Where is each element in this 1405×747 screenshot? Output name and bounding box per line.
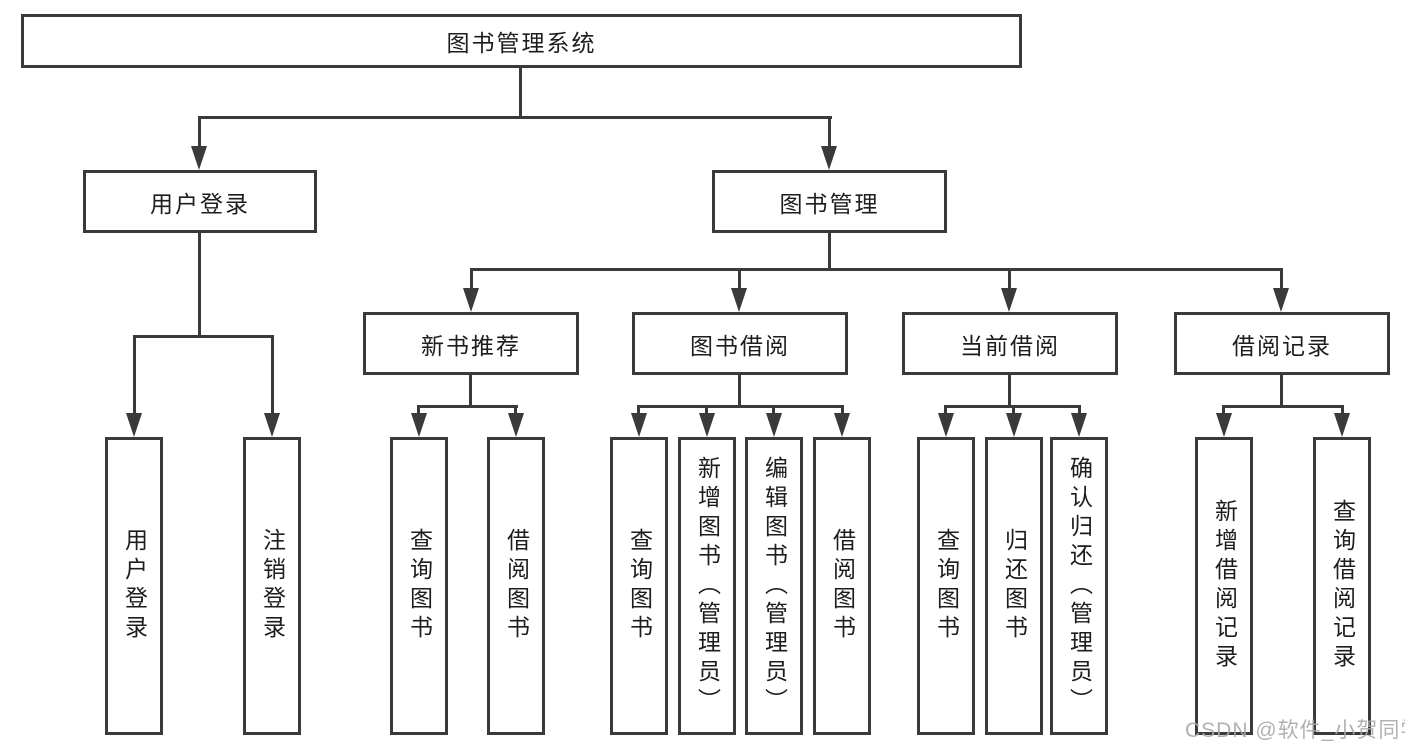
edge-line bbox=[637, 405, 844, 408]
edge-line bbox=[519, 68, 522, 119]
arrow-down-icon bbox=[1001, 288, 1017, 312]
edge-line bbox=[828, 116, 831, 152]
node-label: 借阅图书 bbox=[829, 528, 856, 644]
leaf-borrow-books-borrowing: 借阅图书 bbox=[813, 437, 871, 735]
node-label: 图书管理系统 bbox=[446, 30, 597, 56]
edge-line bbox=[1280, 268, 1283, 292]
arrow-down-icon bbox=[1334, 413, 1350, 437]
csdn-watermark: CSDN @软件_小贺同学 bbox=[1185, 719, 1405, 742]
edge-line bbox=[944, 405, 947, 417]
node-label: 新书推荐 bbox=[421, 332, 521, 359]
node-borrowing-records: 借阅记录 bbox=[1174, 312, 1390, 375]
edge-line bbox=[738, 268, 741, 292]
edge-line bbox=[133, 335, 136, 417]
leaf-query-borrow-record: 查询借阅记录 bbox=[1313, 437, 1371, 735]
edge-line bbox=[1222, 405, 1344, 408]
node-new-book-recommend: 新书推荐 bbox=[363, 312, 579, 375]
edge-line bbox=[841, 405, 844, 417]
node-label: 注销登录 bbox=[259, 528, 286, 644]
arrow-down-icon bbox=[766, 413, 782, 437]
arrow-down-icon bbox=[191, 146, 207, 170]
arrow-down-icon bbox=[126, 413, 142, 437]
node-label: 新增图书（管理员） bbox=[694, 455, 721, 717]
edge-line bbox=[1341, 405, 1344, 417]
leaf-return-books: 归还图书 bbox=[985, 437, 1043, 735]
arrow-down-icon bbox=[631, 413, 647, 437]
edge-line bbox=[1012, 405, 1015, 417]
edge-line bbox=[470, 268, 473, 292]
leaf-user-login: 用户登录 bbox=[105, 437, 163, 735]
edge-line bbox=[198, 116, 201, 152]
leaf-add-books-admin: 新增图书（管理员） bbox=[678, 437, 736, 735]
node-label: 借阅记录 bbox=[1232, 332, 1332, 359]
arrow-down-icon bbox=[508, 413, 524, 437]
node-label: 查询图书 bbox=[406, 528, 433, 644]
node-label: 用户登录 bbox=[150, 190, 250, 217]
leaf-confirm-return-admin: 确认归还（管理员） bbox=[1050, 437, 1108, 735]
edge-line bbox=[469, 375, 472, 407]
edge-line bbox=[1222, 405, 1225, 417]
node-label: 用户登录 bbox=[121, 528, 148, 644]
node-label: 图书管理 bbox=[779, 190, 880, 217]
edge-line bbox=[198, 116, 832, 119]
arrow-down-icon bbox=[411, 413, 427, 437]
leaf-query-books-recommend: 查询图书 bbox=[390, 437, 448, 735]
edge-line bbox=[738, 375, 741, 407]
arrow-down-icon bbox=[463, 288, 479, 312]
edge-line bbox=[772, 405, 775, 417]
edge-line bbox=[271, 335, 274, 417]
leaf-query-books-borrowing: 查询图书 bbox=[610, 437, 668, 735]
arrow-down-icon bbox=[1006, 413, 1022, 437]
edge-line bbox=[417, 405, 518, 408]
node-user-login: 用户登录 bbox=[83, 170, 317, 233]
arrow-down-icon bbox=[731, 288, 747, 312]
leaf-logout: 注销登录 bbox=[243, 437, 301, 735]
node-root-library-system: 图书管理系统 bbox=[21, 14, 1022, 68]
arrow-down-icon bbox=[834, 413, 850, 437]
node-label: 查询借阅记录 bbox=[1329, 499, 1356, 673]
edge-line bbox=[1078, 405, 1081, 417]
edge-line bbox=[470, 268, 1283, 271]
arrow-down-icon bbox=[821, 146, 837, 170]
edge-line bbox=[1280, 375, 1283, 407]
edge-line bbox=[705, 405, 708, 417]
edge-line bbox=[1008, 268, 1011, 292]
node-current-borrowing: 当前借阅 bbox=[902, 312, 1118, 375]
leaf-add-borrow-record: 新增借阅记录 bbox=[1195, 437, 1253, 735]
node-label: 借阅图书 bbox=[503, 528, 530, 644]
arrow-down-icon bbox=[1216, 413, 1232, 437]
node-label: 归还图书 bbox=[1001, 528, 1028, 644]
edge-line bbox=[1008, 375, 1011, 407]
arrow-down-icon bbox=[938, 413, 954, 437]
node-label: 查询图书 bbox=[933, 528, 960, 644]
edge-line bbox=[828, 233, 831, 270]
arrow-down-icon bbox=[264, 413, 280, 437]
arrow-down-icon bbox=[699, 413, 715, 437]
edge-line bbox=[417, 405, 420, 417]
leaf-query-books-current: 查询图书 bbox=[917, 437, 975, 735]
edge-line bbox=[133, 335, 274, 338]
node-label: 图书借阅 bbox=[690, 332, 790, 359]
node-book-management: 图书管理 bbox=[712, 170, 947, 233]
leaf-borrow-books-recommend: 借阅图书 bbox=[487, 437, 545, 735]
node-book-borrowing: 图书借阅 bbox=[632, 312, 848, 375]
node-label: 编辑图书（管理员） bbox=[761, 455, 788, 717]
node-label: 新增借阅记录 bbox=[1211, 499, 1238, 673]
edge-line bbox=[637, 405, 640, 417]
arrow-down-icon bbox=[1273, 288, 1289, 312]
leaf-edit-books-admin: 编辑图书（管理员） bbox=[745, 437, 803, 735]
node-label: 查询图书 bbox=[626, 528, 653, 644]
edge-line bbox=[198, 233, 201, 337]
edge-line bbox=[514, 405, 517, 417]
node-label: 确认归还（管理员） bbox=[1066, 455, 1093, 717]
node-label: 当前借阅 bbox=[960, 332, 1060, 359]
arrow-down-icon bbox=[1071, 413, 1087, 437]
